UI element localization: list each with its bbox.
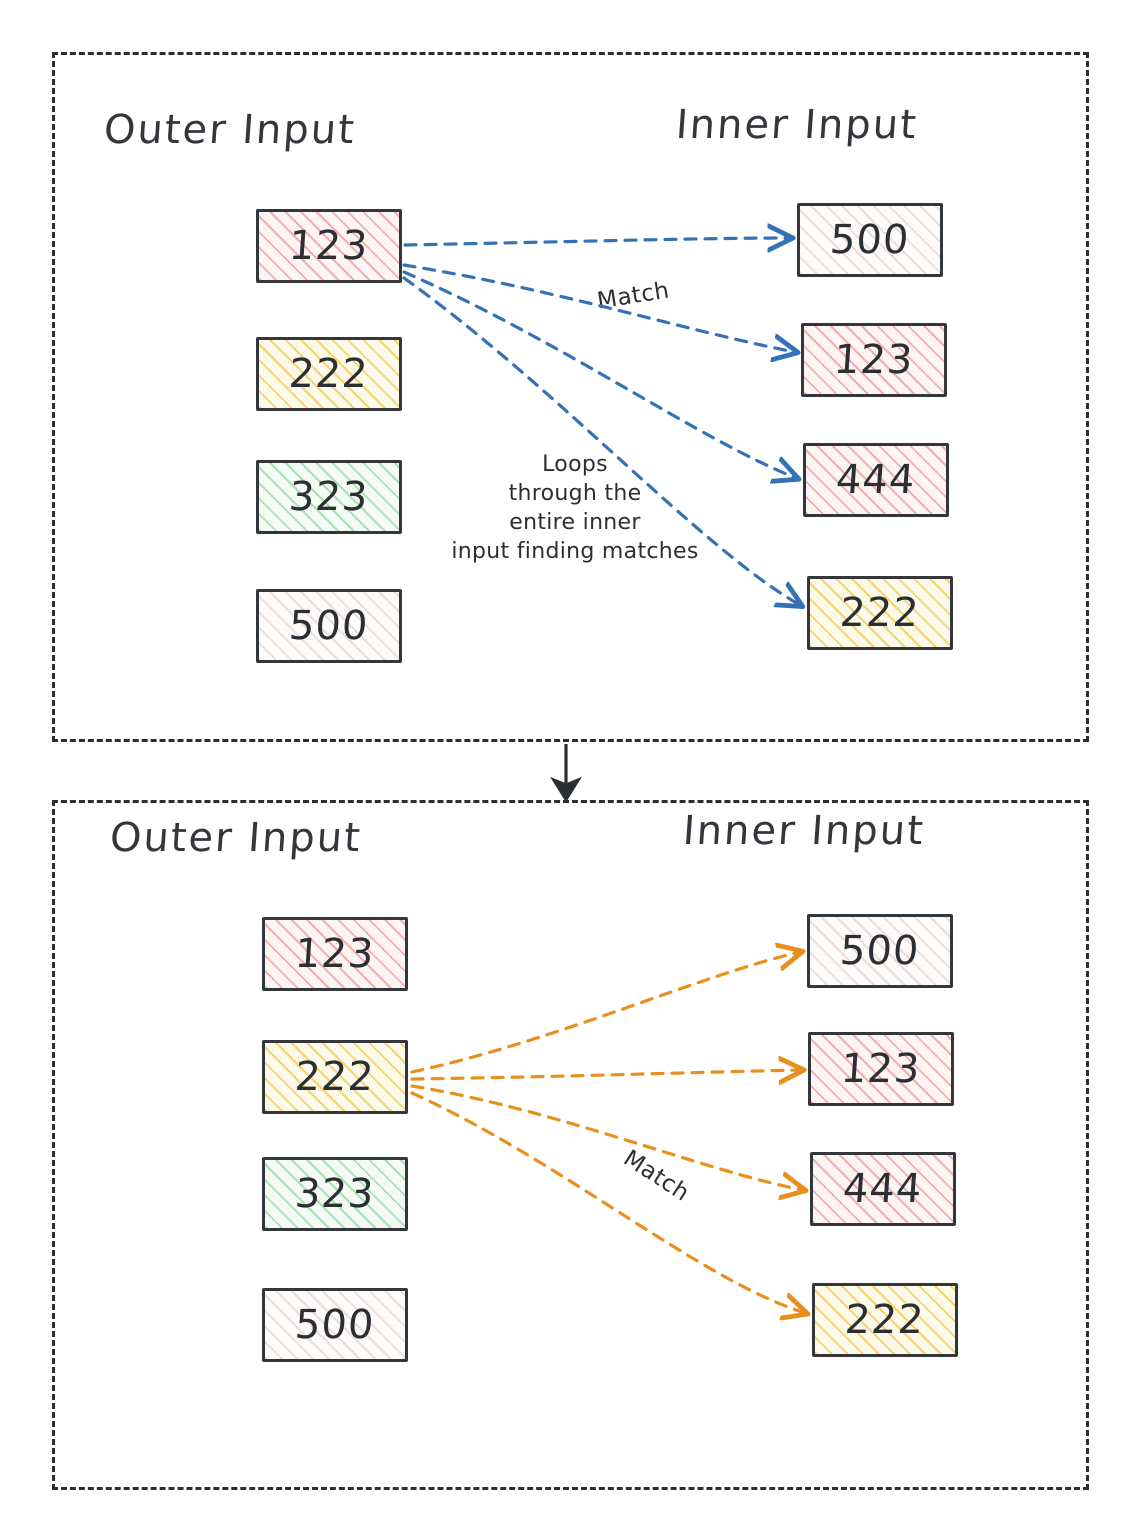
- inner-box-bottom-2[interactable]: 444: [810, 1152, 956, 1226]
- loop-note-line-2: entire inner: [509, 510, 641, 536]
- outer-box-bottom-1-value: 222: [293, 1054, 377, 1100]
- inner-box-bottom-3-value: 222: [843, 1297, 927, 1343]
- heading-inner-input-top: Inner Input: [674, 102, 920, 148]
- loop-note-line-3: input finding matches: [451, 539, 699, 565]
- inner-box-top-3[interactable]: 222: [807, 576, 953, 650]
- outer-box-bottom-2[interactable]: 323: [262, 1157, 408, 1231]
- inner-box-top-1[interactable]: 123: [801, 323, 947, 397]
- inner-box-bottom-1[interactable]: 123: [808, 1032, 954, 1106]
- inner-box-bottom-2-value: 444: [841, 1166, 925, 1212]
- inner-box-bottom-1-value: 123: [839, 1046, 923, 1092]
- outer-box-top-3[interactable]: 500: [256, 589, 402, 663]
- inner-box-top-0[interactable]: 500: [797, 203, 943, 277]
- loop-note-line-0: Loops: [542, 452, 608, 477]
- outer-box-top-1-value: 222: [287, 351, 371, 397]
- heading-outer-input-top: Outer Input: [102, 107, 358, 153]
- outer-box-top-2-value: 323: [287, 474, 371, 520]
- outer-box-bottom-1[interactable]: 222: [262, 1040, 408, 1114]
- heading-inner-input-bottom: Inner Input: [681, 808, 927, 854]
- inner-box-bottom-3[interactable]: 222: [812, 1283, 958, 1357]
- inner-box-top-2[interactable]: 444: [803, 443, 949, 517]
- inner-box-top-1-value: 123: [832, 337, 916, 383]
- panel-top: [52, 52, 1089, 742]
- heading-outer-input-bottom: Outer Input: [108, 815, 364, 861]
- inner-box-bottom-0[interactable]: 500: [807, 914, 953, 988]
- loop-note-line-1: through the: [508, 481, 642, 507]
- inner-box-top-2-value: 444: [834, 457, 918, 503]
- outer-box-top-2[interactable]: 323: [256, 460, 402, 534]
- outer-box-bottom-3-value: 500: [293, 1302, 377, 1348]
- loop-note-top: Loops through the entire inner input fin…: [420, 450, 730, 566]
- inner-box-top-0-value: 500: [828, 217, 912, 263]
- outer-box-top-1[interactable]: 222: [256, 337, 402, 411]
- outer-box-top-0[interactable]: 123: [256, 209, 402, 283]
- inner-box-bottom-0-value: 500: [838, 928, 922, 974]
- outer-box-bottom-0-value: 123: [293, 931, 377, 977]
- panel-bottom: [52, 800, 1089, 1490]
- outer-box-bottom-0[interactable]: 123: [262, 917, 408, 991]
- outer-box-bottom-2-value: 323: [293, 1171, 377, 1217]
- outer-box-bottom-3[interactable]: 500: [262, 1288, 408, 1362]
- inner-box-top-3-value: 222: [838, 590, 922, 636]
- outer-box-top-3-value: 500: [287, 603, 371, 649]
- outer-box-top-0-value: 123: [287, 223, 371, 269]
